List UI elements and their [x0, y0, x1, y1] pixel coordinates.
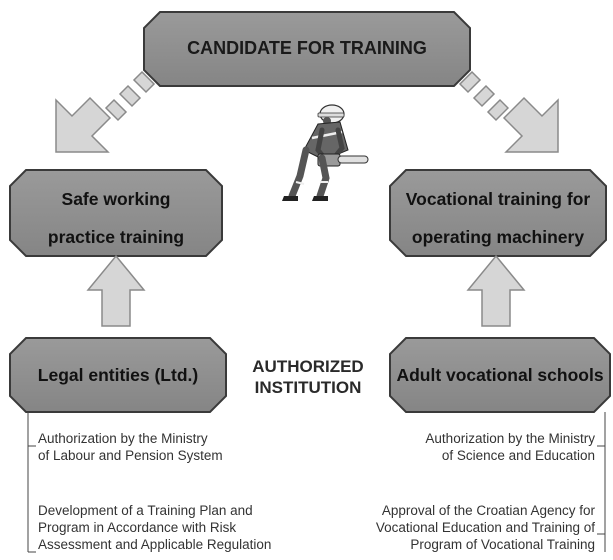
left-up-arrow	[86, 254, 146, 327]
legal-entities-label: Legal entities (Ltd.)	[37, 365, 199, 385]
left-box-line2: practice training	[47, 227, 185, 247]
left-note-ministry-authorization: Authorization by the Ministry of Labour …	[38, 430, 223, 464]
right-note-agency-approval: Approval of the Croatian Agency for Voca…	[376, 502, 595, 553]
left-box-shape	[9, 169, 223, 257]
center-label-line1: AUTHORIZED	[252, 357, 364, 376]
safe-working-training-title: Safe working practice training	[10, 180, 222, 256]
right-note-ministry-authorization: Authorization by the Ministry of Science…	[425, 430, 595, 464]
adult-vocational-schools-label: Adult vocational schools	[396, 365, 604, 385]
right-note-1-line1: Authorization by the Ministry	[425, 431, 595, 446]
right-notes-bracket	[597, 412, 606, 552]
worker-with-chainsaw-icon	[282, 104, 369, 201]
left-notes-bracket	[27, 412, 36, 553]
right-institution-box-shape	[389, 337, 611, 413]
left-box-line1: Safe working	[61, 189, 171, 209]
left-institution-box-shape	[9, 337, 227, 413]
right-note-2-line2: Vocational Education and Training of	[375, 520, 595, 535]
right-note-2-line1: Approval of the Croatian Agency for	[381, 503, 595, 518]
authorized-institution-label: AUTHORIZED INSTITUTION	[236, 356, 380, 398]
right-diagonal-arrow	[458, 70, 559, 153]
top-box-shape	[143, 11, 471, 87]
left-diagonal-arrow	[55, 70, 156, 153]
right-box-shape	[389, 169, 607, 257]
vocational-training-title: Vocational training for operating machin…	[390, 180, 606, 256]
right-box-line2: operating machinery	[411, 227, 585, 247]
left-note-1-line1: Authorization by the Ministry	[38, 431, 208, 446]
right-note-2-line3: Program of Vocational Training	[410, 537, 595, 552]
left-note-2-line2: Program in Accordance with Risk	[38, 520, 237, 535]
candidate-for-training-label: CANDIDATE FOR TRAINING	[187, 38, 427, 58]
left-note-2-line1: Development of a Training Plan and	[38, 503, 253, 518]
right-up-arrow	[466, 254, 526, 327]
left-note-2-line3: Assessment and Applicable Regulation	[38, 537, 272, 552]
right-note-1-line2: of Science and Education	[441, 448, 595, 463]
left-note-training-plan: Development of a Training Plan and Progr…	[38, 502, 271, 553]
left-note-1-line2: of Labour and Pension System	[38, 448, 223, 463]
right-box-line1: Vocational training for	[405, 189, 591, 209]
center-label-line2: INSTITUTION	[254, 378, 362, 397]
